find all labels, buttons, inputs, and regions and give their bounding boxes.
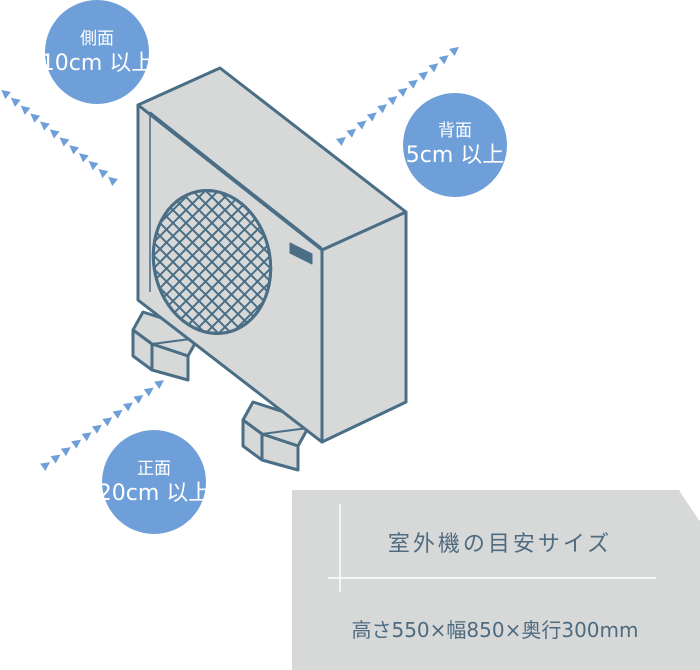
side-arrow-dot — [1, 89, 11, 100]
front-clearance-circle — [102, 430, 206, 534]
back-arrow-dot — [407, 79, 418, 89]
side-arrow-dot — [69, 145, 80, 155]
back-arrow-dot — [387, 95, 398, 106]
back-clearance-circle — [403, 93, 507, 197]
front-arrow-dot — [102, 417, 113, 427]
front-arrow-dot — [71, 439, 82, 449]
front-arrow-dot — [133, 394, 144, 404]
back-arrow-dot — [336, 136, 346, 147]
back-arrow-dot — [377, 104, 388, 114]
front-arrow-dot — [154, 380, 165, 389]
side-arrow-dot — [10, 97, 21, 107]
unit-side-face — [320, 210, 408, 444]
back-arrow-dot — [356, 120, 367, 130]
back-arrow-dot — [366, 112, 377, 122]
side-arrow-dot — [59, 137, 70, 147]
back-arrow-dot — [449, 46, 459, 57]
front-arrow-dot — [143, 387, 154, 397]
size-info-panel — [292, 489, 700, 670]
clearance-arrows — [1, 46, 459, 471]
front-arrow-dot — [60, 447, 71, 457]
side-arrow-dot — [108, 176, 118, 187]
side-arrow-dot — [49, 129, 60, 139]
back-arrow-dot — [428, 63, 439, 73]
front-arrow-dot — [91, 424, 102, 434]
foot-left — [131, 310, 200, 382]
back-arrow-dot — [418, 71, 429, 81]
info-title: 室外機の目安サイズ — [387, 532, 613, 557]
back-arrow-dot — [438, 55, 449, 65]
outdoor-unit-illustration — [131, 66, 408, 472]
side-arrow-dot — [88, 161, 99, 171]
info-size: 高さ550×幅850×奥行300mm — [351, 618, 639, 642]
side-clearance-circle — [45, 0, 149, 104]
side-arrow-dot — [20, 105, 31, 115]
front-arrow-dot — [123, 402, 133, 412]
back-arrow-dot — [346, 128, 357, 138]
side-arrow-dot — [30, 113, 41, 123]
foot-right — [241, 400, 310, 472]
front-arrow-dot — [50, 454, 61, 464]
front-arrow-dot — [81, 432, 92, 442]
front-arrow-dot — [112, 409, 123, 419]
side-arrow-dot — [40, 121, 50, 131]
side-arrow-dot — [78, 153, 89, 163]
front-arrow-dot — [40, 462, 51, 471]
back-arrow-dot — [397, 87, 408, 97]
side-arrow-dot — [98, 168, 109, 179]
vent-slot — [289, 242, 313, 265]
